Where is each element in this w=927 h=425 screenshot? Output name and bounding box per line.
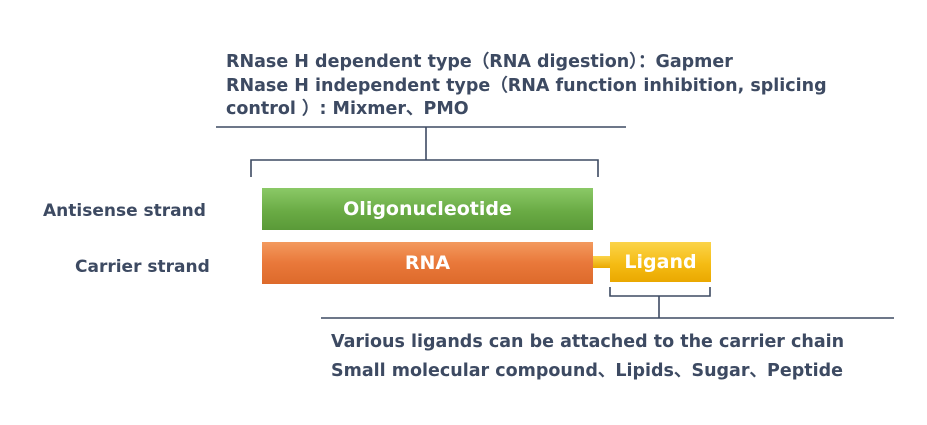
ligand-bracket (609, 287, 711, 297)
footer-line-1: Various ligands can be attached to the c… (331, 332, 845, 352)
carrier-strand-label: Carrier strand (75, 257, 210, 277)
header-line-3: control ）: Mixmer、PMO (226, 99, 469, 119)
rna-bar-label: RNA (404, 252, 451, 274)
ligand-linker (593, 256, 610, 268)
oligonucleotide-bar: Oligonucleotide (262, 188, 593, 230)
ligand-box: Ligand (610, 242, 711, 282)
oligonucleotide-bar-label: Oligonucleotide (343, 198, 512, 220)
header-line-1: RNase H dependent type（RNA digestion）：Ga… (226, 52, 733, 72)
antisense-bracket (250, 159, 599, 177)
footer-text: Various ligands can be attached to the c… (331, 328, 844, 386)
header-text: RNase H dependent type（RNA digestion）：Ga… (226, 51, 827, 122)
footer-line-2: Small molecular compound、Lipids、Sugar、Pe… (331, 361, 843, 381)
rna-bar: RNA (262, 242, 593, 284)
header-line-2: RNase H independent type（RNA function in… (226, 75, 827, 96)
antisense-strand-label: Antisense strand (43, 201, 206, 221)
ligand-box-label: Ligand (624, 251, 697, 273)
